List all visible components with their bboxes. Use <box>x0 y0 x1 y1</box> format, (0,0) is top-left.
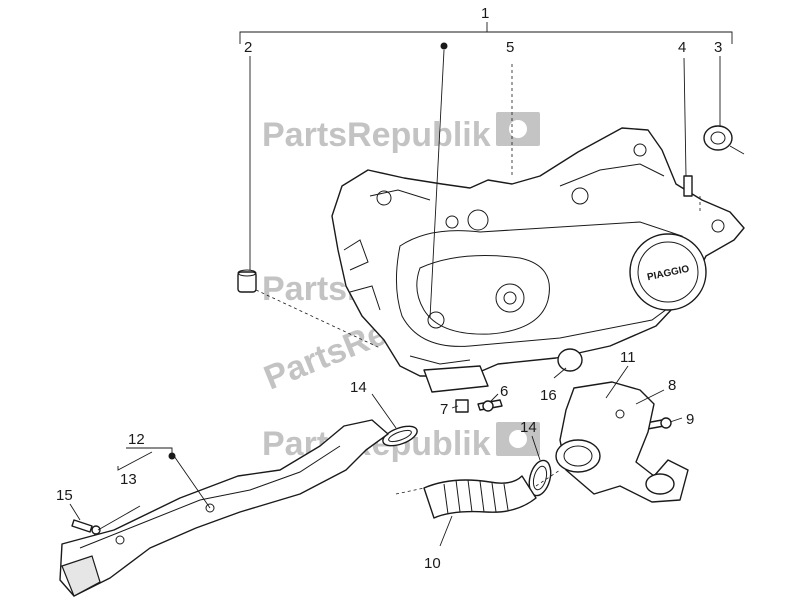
group-bracket <box>239 22 733 44</box>
clamp-14a <box>382 425 418 447</box>
callout-12: 12 <box>128 431 145 448</box>
watermark-top: PartsRepublik <box>262 116 491 154</box>
clamp-14b <box>528 459 552 497</box>
callout-14a: 14 <box>350 379 367 396</box>
callout-10: 10 <box>424 555 441 572</box>
callout-6: 6 <box>500 383 508 400</box>
corrugated-hose <box>423 475 537 519</box>
callout-11: 11 <box>620 349 636 366</box>
callout-16: 16 <box>540 387 557 404</box>
callout-labels: 1 2 3 4 5 6 7 8 9 10 11 12 13 14 14 15 1… <box>56 5 722 572</box>
stud-bolt <box>683 175 693 197</box>
dowel-pin <box>237 269 257 293</box>
callout-8: 8 <box>668 377 676 394</box>
callout-4: 4 <box>678 39 686 56</box>
callout-5: 5 <box>506 39 514 56</box>
oil-seal <box>703 125 733 151</box>
reference-dot-top <box>440 42 448 50</box>
callout-2: 2 <box>244 39 252 56</box>
callout-7: 7 <box>440 401 448 418</box>
plug-16 <box>557 348 583 372</box>
screw-and-clip <box>455 399 503 413</box>
piaggio-badge <box>629 233 707 311</box>
screw-15 <box>71 519 101 535</box>
callout-3: 3 <box>714 39 722 56</box>
intake-housing <box>555 381 689 503</box>
callout-15: 15 <box>56 487 73 504</box>
transmission-cover: PIAGGIO <box>331 127 745 393</box>
leader-lines <box>69 49 721 547</box>
callout-9: 9 <box>686 411 694 428</box>
callout-13: 13 <box>120 471 137 488</box>
callout-14b: 14 <box>520 419 537 436</box>
callout-1: 1 <box>481 5 489 22</box>
air-duct <box>59 419 389 597</box>
